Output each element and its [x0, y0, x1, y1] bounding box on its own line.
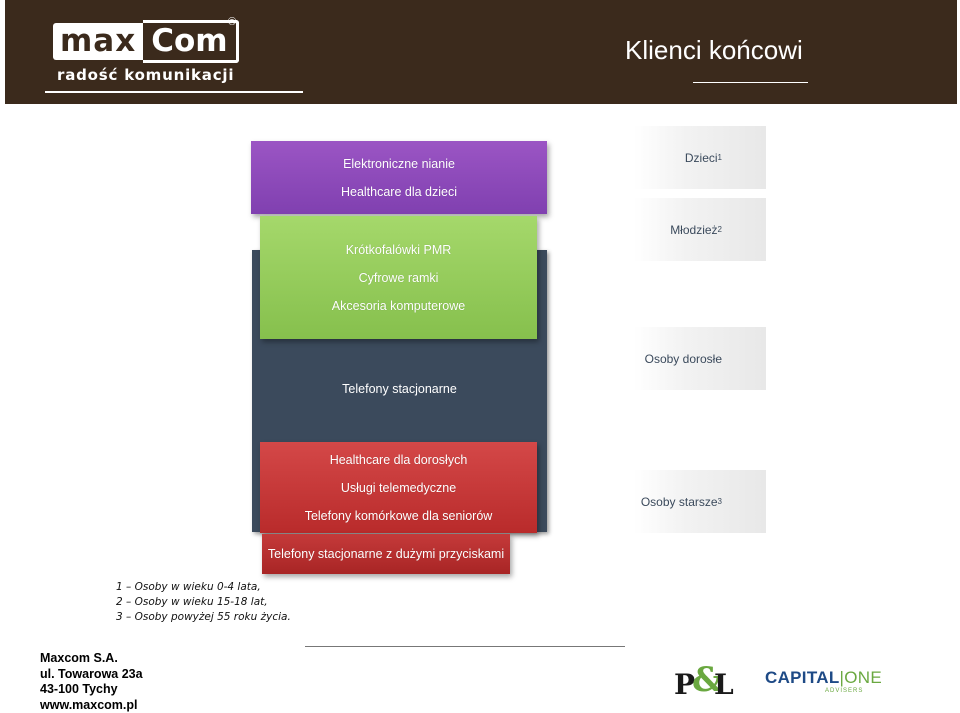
capital-one-main: CAPITAL|ONE	[765, 668, 882, 688]
advisers-text: ADVISERS	[825, 688, 882, 694]
audience-label: Osoby starsze	[641, 495, 718, 509]
product-telemedicine: Usługi telemedyczne	[341, 481, 456, 495]
footnote-ref: 2	[718, 225, 722, 234]
landline-label: Telefony stacjonarne	[252, 382, 547, 396]
one-text: ONE	[844, 668, 882, 687]
capital-one-logo: CAPITAL|ONE ADVISERS	[765, 668, 882, 694]
pl-logo: P & L	[670, 658, 740, 702]
product-senior-mobiles: Telefony komórkowe dla seniorów	[305, 509, 493, 523]
logo-com-text: Com	[143, 20, 238, 63]
header-bar: max Com ® radość komunikacji Klienci koń…	[5, 0, 957, 104]
footnote-3: 3 – Osoby powyżej 55 roku życia.	[116, 610, 291, 625]
footnote-ref: 1	[718, 153, 722, 162]
footnote-ref: 3	[718, 497, 722, 506]
footnote-1: 1 – Osoby w wieku 0-4 lata,	[116, 580, 291, 595]
pl-logo-l: L	[714, 668, 734, 701]
audience-adults: Osoby dorosłe	[634, 327, 766, 390]
company-name: Maxcom S.A.	[40, 651, 143, 667]
capital-text: CAPITAL	[765, 668, 840, 687]
audience-label: Osoby dorosłe	[645, 352, 722, 366]
title-underline	[693, 82, 808, 83]
product-pmr-radios: Krótkofalówki PMR	[346, 243, 452, 257]
product-digital-frames: Cyfrowe ramki	[359, 271, 439, 285]
youth-products-block: Krótkofalówki PMR Cyfrowe ramki Akcesori…	[260, 216, 537, 339]
big-button-phones-block: Telefony stacjonarne z dużymi przyciskam…	[262, 534, 510, 574]
product-adult-healthcare: Healthcare dla dorosłych	[330, 453, 468, 467]
footnotes: 1 – Osoby w wieku 0-4 lata, 2 – Osoby w …	[116, 580, 291, 625]
street: ul. Towarowa 23a	[40, 667, 143, 683]
registered-mark: ®	[228, 16, 236, 28]
page-title: Klienci końcowi	[625, 35, 803, 66]
company-address: Maxcom S.A. ul. Towarowa 23a 43-100 Tych…	[40, 651, 143, 713]
product-big-button-phones: Telefony stacjonarne z dużymi przyciskam…	[268, 547, 504, 561]
senior-products-block: Healthcare dla dorosłych Usługi telemedy…	[260, 442, 537, 533]
tagline: radość komunikacji	[57, 66, 234, 84]
audience-label: Dzieci	[685, 151, 718, 165]
tagline-underline	[45, 91, 303, 93]
maxcom-logo: max Com	[53, 20, 239, 63]
audience-label: Młodzież	[670, 223, 717, 237]
footnote-2: 2 – Osoby w wieku 15-18 lat,	[116, 595, 291, 610]
product-child-healthcare: Healthcare dla dzieci	[341, 185, 457, 199]
children-products-block: Elektroniczne nianie Healthcare dla dzie…	[251, 141, 547, 214]
city: 43-100 Tychy	[40, 682, 143, 698]
logo-max-text: max	[53, 23, 143, 60]
footer-divider	[305, 646, 625, 647]
product-baby-monitors: Elektroniczne nianie	[343, 157, 455, 171]
product-pc-accessories: Akcesoria komputerowe	[332, 299, 465, 313]
